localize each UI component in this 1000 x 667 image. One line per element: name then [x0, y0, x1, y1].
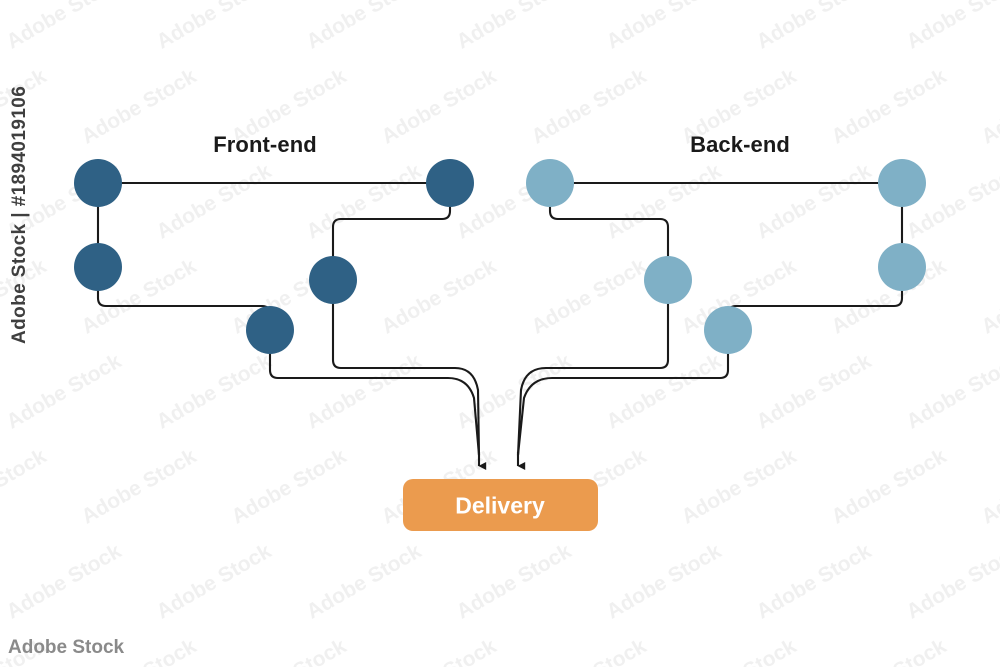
node-fe-1[interactable] — [74, 159, 122, 207]
connector-fe-branch-a — [268, 352, 481, 457]
node-be-2[interactable] — [644, 256, 692, 304]
connector-fe-node2-down — [96, 289, 272, 332]
delivery-box-shape[interactable] — [403, 479, 598, 531]
node-be-1[interactable] — [526, 159, 574, 207]
node-fe-5[interactable] — [426, 159, 474, 207]
delivery-label: Delivery — [455, 492, 545, 519]
connector-be-node1-down — [548, 205, 670, 282]
node-fe-2[interactable] — [74, 243, 122, 291]
group-label-front-end: Front-end — [213, 132, 317, 157]
delivery-arrows — [477, 452, 526, 470]
group-label-back-end: Back-end — [690, 132, 790, 157]
connector-be-branch-a — [516, 302, 670, 457]
watermark-footer: Adobe Stock — [8, 637, 125, 658]
node-be-5[interactable] — [878, 243, 926, 291]
connector-be-node5-down — [726, 289, 904, 332]
connector-be-branch-b — [516, 352, 730, 457]
watermark-asset-id: Adobe Stock | #1894019106 — [9, 85, 30, 344]
node-fe-3[interactable] — [246, 306, 294, 354]
process-nodes — [74, 159, 926, 354]
connector-fe-branch-b — [331, 302, 481, 457]
connector-fe-node5-down — [331, 205, 452, 282]
delivery-box[interactable] — [403, 479, 598, 531]
node-be-3[interactable] — [704, 306, 752, 354]
node-be-4[interactable] — [878, 159, 926, 207]
node-fe-4[interactable] — [309, 256, 357, 304]
connector-lines — [96, 181, 904, 457]
